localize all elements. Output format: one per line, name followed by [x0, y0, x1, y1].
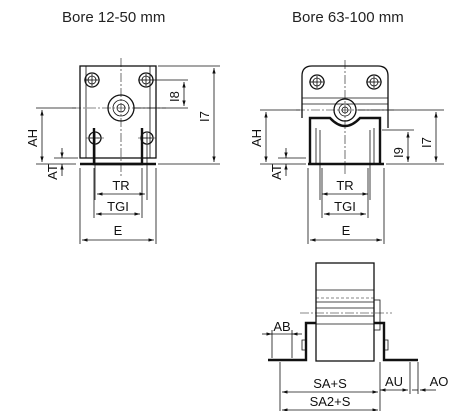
cylinder-body [315, 262, 375, 362]
dim-TR-left: TR [112, 178, 129, 193]
front-view-small-bore: AH AT I8 I7 TR TGI E [25, 58, 220, 244]
dim-AH-left: AH [25, 129, 40, 147]
dim-AT-right: AT [269, 164, 284, 180]
dim-E-left: E [114, 223, 123, 238]
dim-AT-left: AT [45, 164, 60, 180]
dim-I9-right: I9 [391, 147, 406, 158]
dim-E-right: E [342, 223, 351, 238]
end-cap-outline [79, 65, 157, 159]
foot-left [268, 321, 316, 362]
dim-AO: AO [430, 374, 449, 389]
dim-AU: AU [385, 374, 403, 389]
end-cap-outline [301, 65, 389, 128]
heading-bore-12-50: Bore 12-50 mm [62, 9, 166, 26]
foot-right [374, 321, 418, 362]
dim-I8-left: I8 [167, 91, 182, 102]
dim-I7-right: I7 [419, 137, 434, 148]
dim-AH-right: AH [249, 129, 264, 147]
dim-I7-left: I7 [197, 111, 212, 122]
dim-SA2-S: SA2+S [310, 394, 351, 409]
front-view-large-bore: AH AT I9 I7 TR TGI E [249, 60, 444, 244]
dim-TGI-right: TGI [334, 199, 356, 214]
dim-SA-S: SA+S [313, 376, 347, 391]
heading-bore-63-100: Bore 63-100 mm [292, 9, 404, 26]
dim-AB: AB [273, 319, 290, 334]
dim-TGI-left: TGI [107, 199, 129, 214]
dim-TR-right: TR [336, 178, 353, 193]
side-view-foot-mounting: AB AU AO SA+S SA2+S [262, 262, 449, 412]
